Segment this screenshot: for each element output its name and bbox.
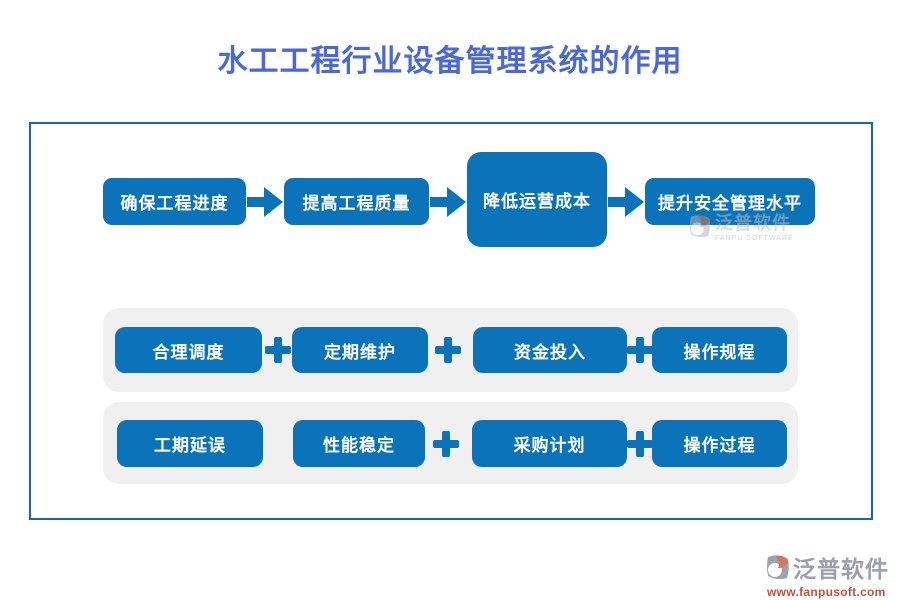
watermark-brand: 泛普软件 xyxy=(715,213,791,234)
vendor-url: www.fanpusoft.com xyxy=(767,585,886,599)
plus-icon xyxy=(435,337,461,363)
plus-icon xyxy=(627,431,653,457)
measure-investment: 资金投入 xyxy=(473,327,627,373)
plus-icon xyxy=(265,337,291,363)
vendor-logo: 泛普软件 www.fanpusoft.com xyxy=(765,550,895,599)
fanpu-logo-icon xyxy=(689,215,710,238)
right-arrow-icon xyxy=(430,187,466,217)
risk-stable-performance: 性能稳定 xyxy=(293,420,425,467)
right-arrow-icon xyxy=(247,187,283,217)
plus-icon xyxy=(433,431,459,457)
risk-schedule-delay: 工期延误 xyxy=(117,420,263,467)
right-arrow-icon xyxy=(608,187,644,217)
page-title: 水工工程行业设备管理系统的作用 xyxy=(217,44,683,79)
flow-step-safety-level: 提升安全管理水平 xyxy=(645,178,815,225)
fanpu-logo-icon xyxy=(767,555,789,580)
measure-procedures: 操作规程 xyxy=(652,327,787,373)
flow-step-reduce-cost: 降低运营成本 xyxy=(467,152,607,247)
measure-scheduling: 合理调度 xyxy=(115,327,262,373)
watermark: 泛普软件 FANPU SOFTWARE xyxy=(688,213,794,242)
flow-step-ensure-progress: 确保工程进度 xyxy=(103,178,246,225)
vendor-brand: 泛普软件 xyxy=(793,556,889,583)
risk-operation-process: 操作过程 xyxy=(652,420,787,467)
risk-procurement-plan: 采购计划 xyxy=(472,420,627,467)
watermark-subtitle: FANPU SOFTWARE xyxy=(715,235,794,242)
plus-icon xyxy=(627,337,653,363)
flow-step-improve-quality: 提高工程质量 xyxy=(284,178,429,225)
measure-maintenance: 定期维护 xyxy=(292,327,428,373)
